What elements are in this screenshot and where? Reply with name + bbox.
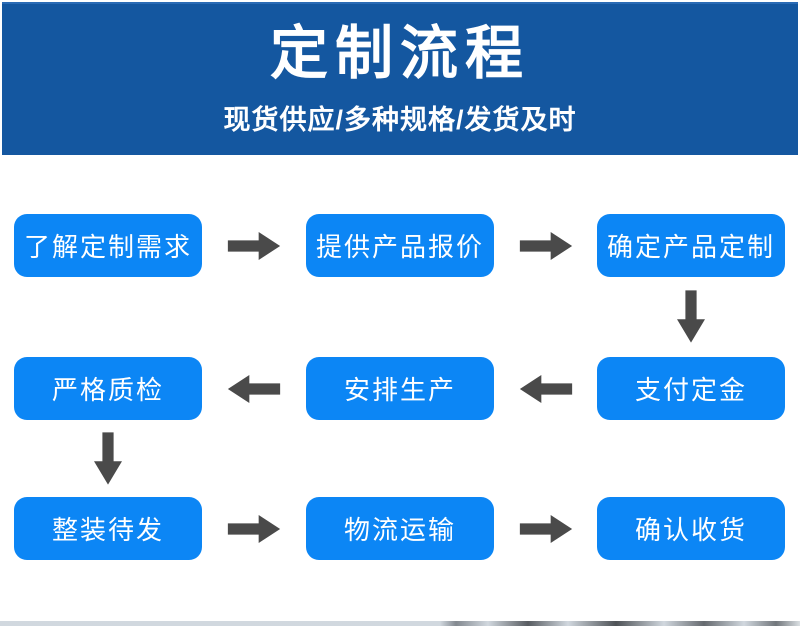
flow-step-confirm-customization: 确定产品定制 [597,214,785,277]
flow-step-pay-deposit: 支付定金 [597,357,785,420]
flow-step-understand-needs: 了解定制需求 [14,214,202,277]
page-subtitle: 现货供应/多种规格/发货及时 [223,104,577,135]
flow-step-provide-quote: 提供产品报价 [306,214,494,277]
arrow-down-icon [94,432,122,485]
flow-step-logistics-transport: 物流运输 [306,497,494,560]
arrow-left-icon [519,375,573,403]
flow-step-quality-inspection: 严格质检 [14,357,202,420]
arrow-right-icon [227,232,281,260]
bottom-watermark-strip [0,621,800,626]
arrow-left-icon [227,375,281,403]
arrow-down-icon [677,290,705,343]
arrow-right-icon [227,515,281,543]
page-title: 定制流程 [269,21,530,87]
flow-step-arrange-production: 安排生产 [306,357,494,420]
flow-step-confirm-receipt: 确认收货 [597,497,785,560]
header-banner: 定制流程 现货供应/多种规格/发货及时 [2,2,798,155]
flow-step-ready-to-ship: 整装待发 [14,497,202,560]
arrow-right-icon [519,515,573,543]
arrow-right-icon [519,232,573,260]
